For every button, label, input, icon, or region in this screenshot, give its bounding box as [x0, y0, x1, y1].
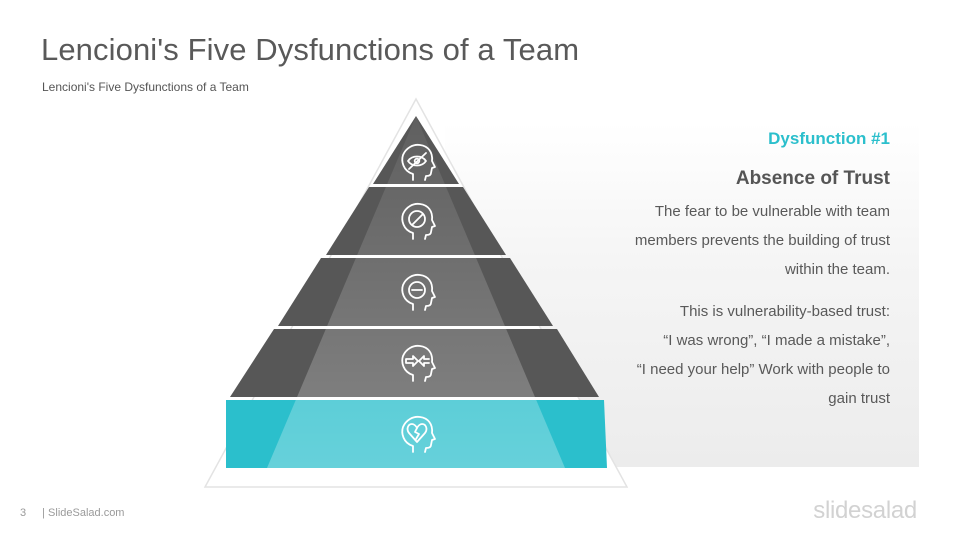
dysfunction-explanation: This is vulnerability-based trust: “I wa…	[550, 297, 890, 413]
description-line: members prevents the building of trust	[634, 232, 890, 249]
level-label-line2: of Trust	[58, 435, 113, 452]
explanation-line: gain trust	[828, 390, 890, 407]
head-minus-icon	[401, 273, 436, 311]
slide-subtitle: Lencioni's Five Dysfunctions of a Team	[42, 80, 249, 94]
head-broken-heart-icon	[401, 415, 436, 453]
level-label-line2: of Accountability	[58, 222, 180, 239]
level-label-line1: Fear	[58, 345, 90, 362]
level-label-line1: Avoidance	[58, 203, 134, 220]
description-line: within the team.	[784, 261, 890, 278]
level-label: Lack of Commitment	[58, 273, 168, 311]
level-label-line1: Absence	[58, 416, 121, 433]
pyramid-highlight-beam	[267, 116, 565, 468]
explanation-line: This is vulnerability-based trust:	[679, 303, 890, 320]
level-label: Fear of Conflict	[58, 344, 132, 382]
level-label-line2: to Results	[58, 151, 131, 168]
dysfunction-number: Dysfunction #1	[768, 129, 890, 148]
head-conflict-arrows-icon	[401, 344, 436, 382]
level-label: Inattention to Results	[58, 131, 135, 169]
head-eye-crossed-icon	[401, 143, 436, 181]
explanation-line: “I need your help” Work with people to	[636, 361, 890, 378]
level-label: Absence of Trust	[58, 415, 121, 453]
brand-logo: slidesalad	[813, 497, 917, 524]
dysfunction-title: Absence of Trust	[735, 168, 890, 189]
explanation-line: “I was wrong”, “I made a mistake”,	[663, 332, 890, 349]
footer-site: | SlideSalad.com	[42, 507, 125, 519]
slide-title: Lencioni's Five Dysfunctions of a Team	[41, 32, 580, 67]
level-label: Avoidance of Accountability	[58, 202, 179, 240]
level-label-line1: Lack	[58, 274, 93, 291]
description-line: The fear to be vulnerable with team	[654, 203, 890, 220]
dysfunction-description: The fear to be vulnerable with team memb…	[550, 197, 890, 284]
level-label-line2: of Conflict	[58, 364, 133, 381]
level-label-line2: of Commitment	[58, 293, 168, 310]
head-prohibited-icon	[401, 202, 436, 240]
level-label-line1: Inattention	[58, 132, 135, 149]
footer: 3 | SlideSalad.com	[20, 507, 124, 519]
page-number: 3	[20, 507, 27, 519]
